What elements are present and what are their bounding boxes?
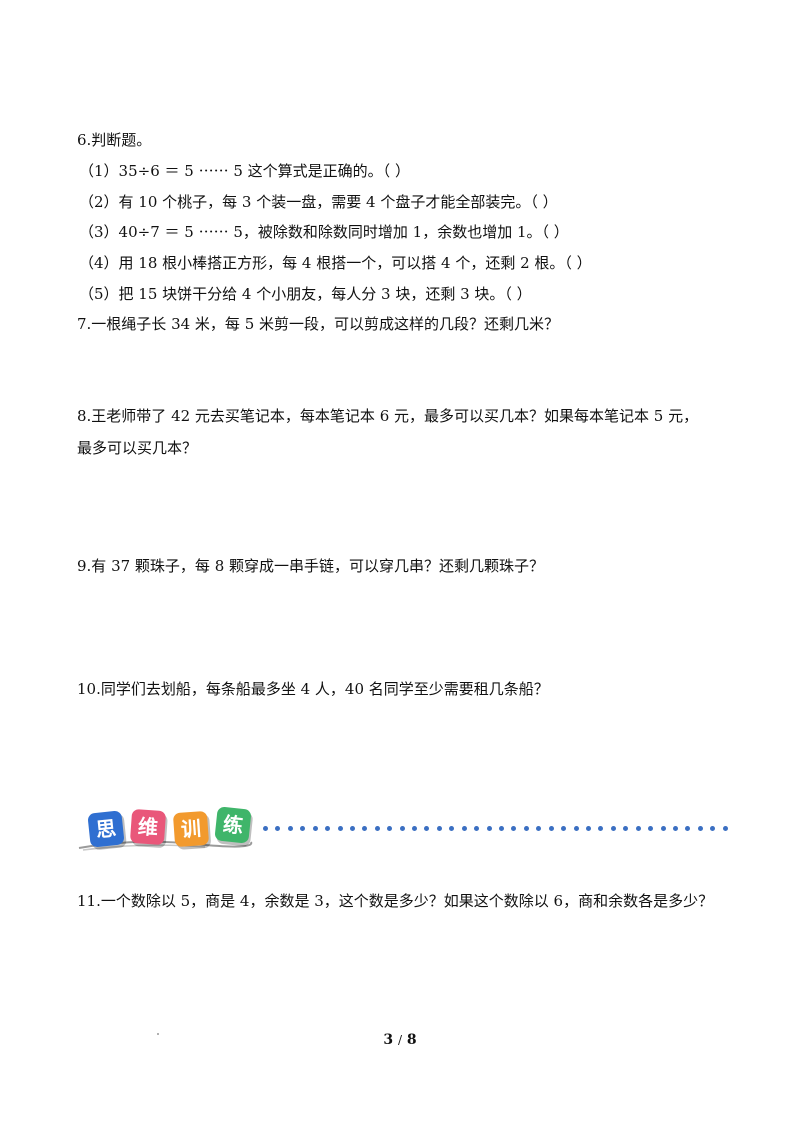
question-7: 7.一根绳子长 34 米，每 5 米剪一段，可以剪成这样的几段？还剩几米？ <box>77 315 560 333</box>
question-8-line-2: 最多可以买几本？ <box>77 439 198 457</box>
banner-dot <box>486 825 492 831</box>
banner-dot <box>300 825 306 831</box>
banner-dot <box>672 825 678 831</box>
banner-dot <box>474 825 480 831</box>
banner-tile-wei-char: 维 <box>137 814 159 840</box>
page-separator: / <box>397 1033 403 1047</box>
question-6-item-3: （3）40÷7 ＝ 5 ⋯⋯ 5，被除数和除数同时增加 1，余数也增加 1。（ … <box>79 223 569 241</box>
question-6-title: 6.判断题。 <box>77 131 152 149</box>
banner-dot <box>275 825 281 831</box>
question-6-item-2: （2）有 10 个桃子，每 3 个装一盘，需要 4 个盘子才能全部装完。（ ） <box>79 193 558 211</box>
banner-dot <box>511 825 517 831</box>
question-6-item-4: （4）用 18 根小棒搭正方形，每 4 根搭一个，可以搭 4 个，还剩 2 根。… <box>79 254 592 272</box>
banner-tile-lian: 练 <box>214 806 252 844</box>
banner-dot <box>449 825 455 831</box>
banner-dot <box>287 825 293 831</box>
banner-dot <box>610 825 616 831</box>
banner-dot <box>710 825 716 831</box>
banner-dot <box>337 825 343 831</box>
banner-tile-lian-char: 练 <box>221 812 245 838</box>
banner-tile-xun-char: 训 <box>180 816 202 842</box>
banner-tile-si-char: 思 <box>94 816 118 842</box>
banner-dot <box>362 825 368 831</box>
banner-dot <box>648 825 654 831</box>
question-9: 9.有 37 颗珠子，每 8 颗穿成一串手链，可以穿几串？还剩几颗珠子？ <box>77 557 545 575</box>
banner-dot <box>623 825 629 831</box>
banner-dot <box>263 825 268 831</box>
banner-dot <box>399 825 405 831</box>
banner-tile-wei: 维 <box>129 808 167 846</box>
banner-dot <box>412 825 418 831</box>
banner-dot <box>722 825 728 831</box>
page-number: 3 / 8 <box>0 1031 800 1049</box>
page-total: 8 <box>406 1032 417 1048</box>
question-6-item-1: （1）35÷6 ＝ 5 ⋯⋯ 5 这个算式是正确的。（ ） <box>79 162 410 180</box>
question-6-item-5: （5）把 15 块饼干分给 4 个小朋友，每人分 3 块，还剩 3 块。（ ） <box>79 285 532 303</box>
banner-dot <box>312 825 318 831</box>
banner-dot <box>548 825 554 831</box>
question-10: 10.同学们去划船，每条船最多坐 4 人，40 名同学至少需要租几条船？ <box>77 680 549 698</box>
page-current: 3 <box>383 1032 394 1048</box>
banner-dot <box>561 825 567 831</box>
banner-dot <box>461 825 467 831</box>
banner-dot <box>585 825 591 831</box>
banner-tile-si: 思 <box>87 810 125 848</box>
banner-dot <box>349 825 355 831</box>
banner-dot <box>536 825 542 831</box>
question-11: 11.一个数除以 5，商是 4，余数是 3，这个数是多少？如果这个数除以 6，商… <box>77 892 714 910</box>
banner-dot <box>635 825 641 831</box>
banner-dot <box>436 825 442 831</box>
banner-dot <box>523 825 529 831</box>
banner-tile-xun: 训 <box>172 810 210 848</box>
banner-dot <box>374 825 380 831</box>
banner-dot <box>660 825 666 831</box>
banner-dot <box>697 825 703 831</box>
question-8-line-1: 8.王老师带了 42 元去买笔记本，每本笔记本 6 元，最多可以买几本？如果每本… <box>77 407 699 425</box>
scan-speck <box>157 1033 159 1035</box>
banner-dot <box>598 825 604 831</box>
banner-dot <box>499 825 505 831</box>
banner-dot <box>424 825 430 831</box>
banner-dot <box>325 825 331 831</box>
banner-dot <box>685 825 691 831</box>
thinking-training-banner: 思 维 训 练 <box>75 800 735 860</box>
banner-dot <box>573 825 579 831</box>
banner-dot <box>387 825 393 831</box>
banner-dotted-line <box>263 825 728 831</box>
